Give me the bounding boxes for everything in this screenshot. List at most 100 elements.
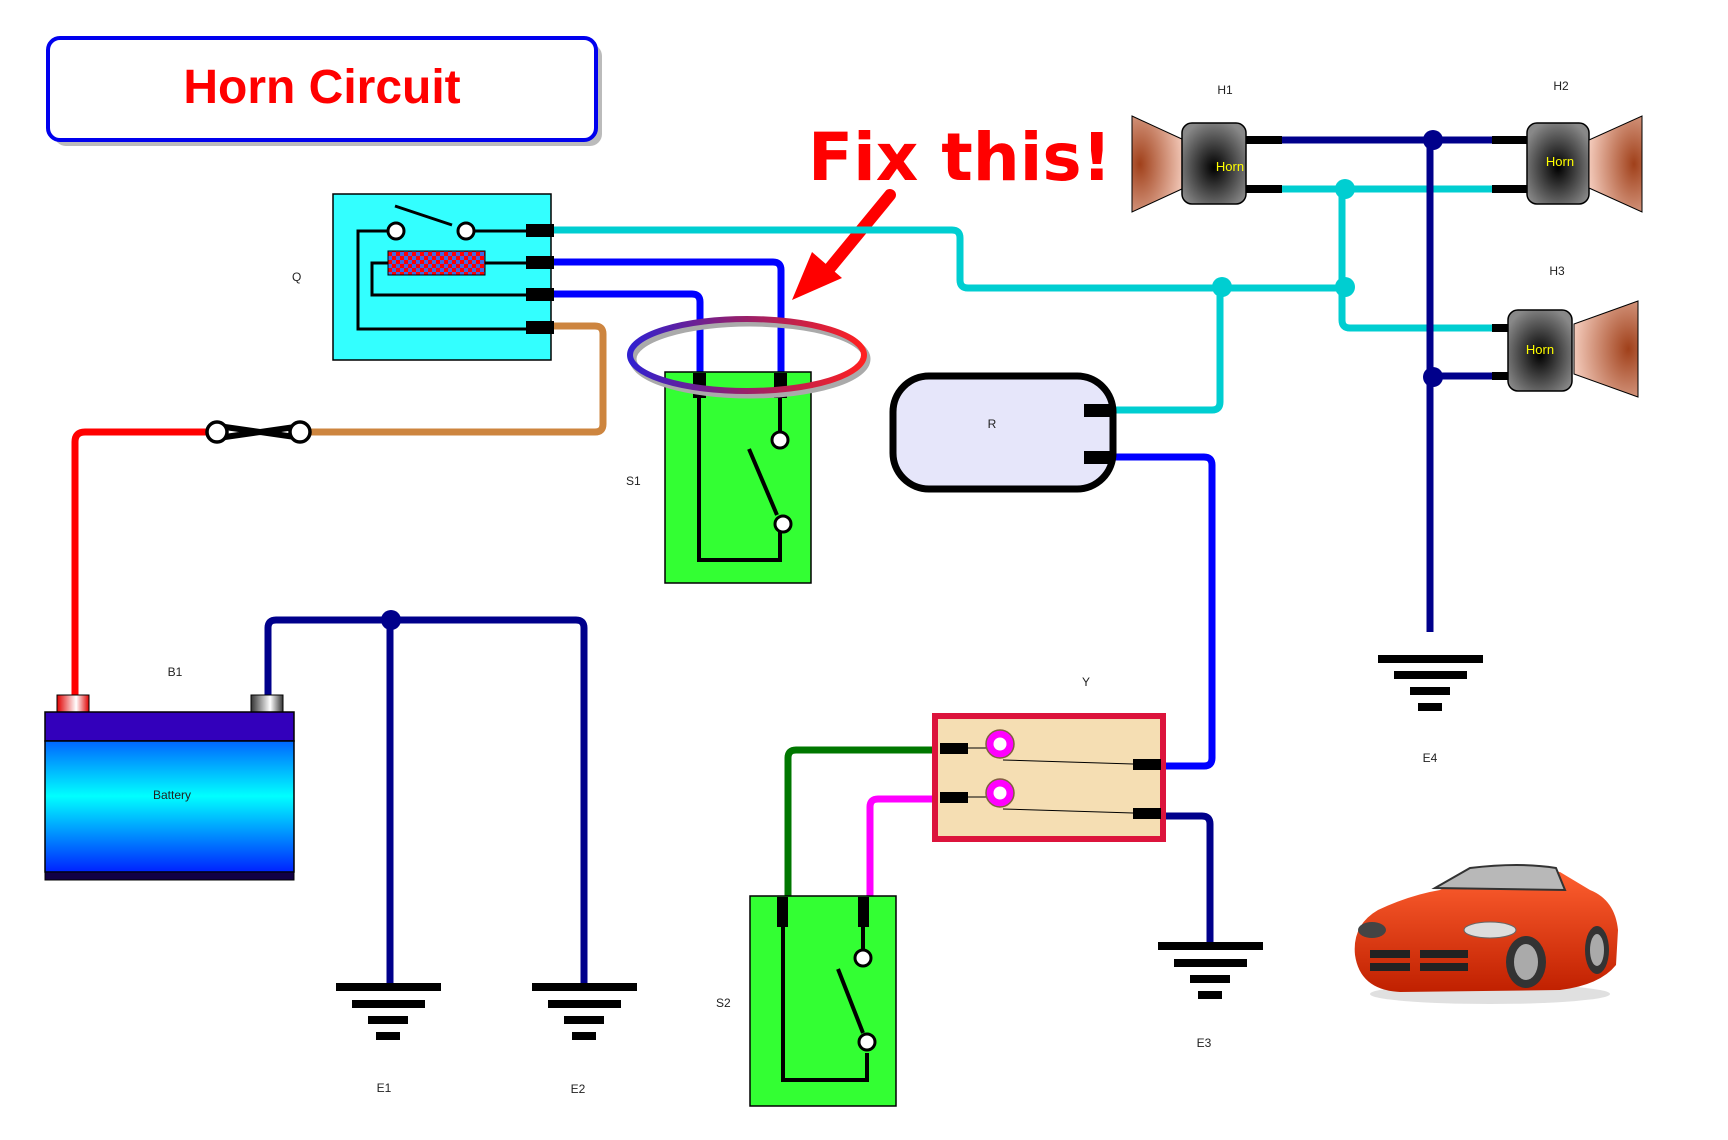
- junction-dot: [1423, 130, 1443, 150]
- terminal[interactable]: [858, 897, 869, 927]
- battery-base: [44, 871, 295, 881]
- junctions: [381, 130, 1443, 630]
- horn-body: [1507, 309, 1573, 392]
- terminal[interactable]: [1492, 185, 1528, 193]
- battery-body: [44, 740, 295, 873]
- terminal[interactable]: [1492, 136, 1528, 144]
- switch-s1[interactable]: S1: [626, 371, 812, 584]
- battery-label: B1: [168, 665, 183, 679]
- switch-s1-body: [664, 371, 812, 584]
- horn-body: [1181, 122, 1247, 205]
- arrow-head-icon: [792, 252, 842, 300]
- terminal[interactable]: [940, 743, 968, 754]
- contact-icon: [770, 430, 790, 450]
- title-border: [46, 36, 598, 142]
- wire-brown-fuse-relay[interactable]: [304, 322, 607, 436]
- terminal[interactable]: [1084, 404, 1110, 417]
- ground-e4[interactable]: E4: [1378, 655, 1483, 765]
- switch-s2[interactable]: S2: [716, 895, 897, 1107]
- ground-icon: [532, 983, 637, 991]
- junction-dot: [1335, 179, 1355, 199]
- relay-q[interactable]: Q: [292, 193, 554, 361]
- wire-cyan-relay-horns[interactable]: [550, 226, 1342, 292]
- terminal[interactable]: [1133, 759, 1161, 770]
- terminal[interactable]: [526, 256, 554, 269]
- terminal[interactable]: [1246, 136, 1282, 144]
- contact-icon: [456, 221, 476, 241]
- contact-icon: [773, 514, 793, 534]
- wire-cyan-module[interactable]: [1112, 288, 1224, 414]
- terminal[interactable]: [1133, 808, 1161, 819]
- page-title: Horn Circuit: [183, 61, 460, 114]
- battery-positive-terminal[interactable]: [56, 694, 90, 713]
- wire-blue-module-connector[interactable]: [1112, 453, 1216, 770]
- connector-y-body: [932, 713, 1166, 842]
- title-box: Horn Circuit: [46, 36, 602, 146]
- highlight-ring-ellipse: [627, 316, 867, 394]
- car-headlight-icon: [1358, 922, 1386, 938]
- module-r[interactable]: R: [889, 372, 1117, 493]
- junction-dot: [1335, 277, 1355, 297]
- battery-negative-terminal[interactable]: [250, 694, 284, 713]
- wire-magenta-connector-s2[interactable]: [866, 795, 958, 898]
- horn-h3-text: Horn: [1526, 342, 1554, 357]
- relay-label: Q: [292, 270, 301, 284]
- terminal[interactable]: [1246, 185, 1282, 193]
- terminal[interactable]: [777, 897, 788, 927]
- annotation-text: Fix this!: [808, 119, 1112, 196]
- battery-b1[interactable]: B1 Battery: [44, 665, 295, 881]
- ground-e2-label: E2: [571, 1082, 586, 1096]
- junction-dot: [1212, 277, 1232, 297]
- wire-navy-battery-ground[interactable]: [264, 616, 588, 985]
- connector-y[interactable]: Y: [932, 675, 1166, 842]
- ground-e1[interactable]: E1: [336, 952, 441, 1095]
- terminal[interactable]: [1084, 451, 1110, 464]
- connector-y-label: Y: [1082, 675, 1090, 689]
- horn-h2-label: H2: [1553, 79, 1569, 93]
- junction-dot: [381, 610, 401, 630]
- wire-red-battery-fuse[interactable]: [71, 428, 212, 706]
- horn-h1-text: Horn: [1216, 159, 1244, 174]
- horn-h1[interactable]: H1 Horn: [1131, 83, 1282, 213]
- wire-green-connector-s2[interactable]: [784, 746, 958, 898]
- connector-pin-hole: [993, 737, 1007, 751]
- switch-s1-label: S1: [626, 474, 641, 488]
- contact-icon: [857, 1032, 877, 1052]
- horn-h2[interactable]: H2 Horn: [1492, 79, 1643, 213]
- ground-e4-label: E4: [1423, 751, 1438, 765]
- relay-coil-icon: [387, 250, 486, 276]
- battery-top: [44, 711, 295, 742]
- horn-bell-icon: [1131, 115, 1185, 213]
- ground-e2[interactable]: E2: [532, 983, 637, 1096]
- fuse-end-icon: [205, 420, 229, 444]
- switch-s2-body: [749, 895, 897, 1107]
- terminal[interactable]: [526, 321, 554, 334]
- horn-h3[interactable]: H3 Horn: [1492, 264, 1639, 398]
- terminal[interactable]: [526, 288, 554, 301]
- terminal[interactable]: [526, 224, 554, 237]
- horn-bell-icon: [1573, 300, 1639, 398]
- terminal[interactable]: [940, 792, 968, 803]
- switch-s2-label: S2: [716, 996, 731, 1010]
- ground-icon: [1158, 942, 1263, 950]
- horn-h1-label: H1: [1217, 83, 1233, 97]
- contact-icon: [853, 948, 873, 968]
- wire-navy-connector-ground[interactable]: [1160, 812, 1214, 945]
- battery-text: Battery: [153, 788, 191, 802]
- ground-e1-label: E1: [377, 1081, 392, 1095]
- highlight-ring: [627, 316, 871, 399]
- car-image: [1354, 864, 1618, 1004]
- ground-icon: [1378, 655, 1483, 663]
- horn-bell-icon: [1588, 115, 1643, 213]
- wire-cyan-h3[interactable]: [1338, 189, 1492, 332]
- wire-blue-relay-s1-right[interactable]: [550, 258, 785, 374]
- wire-blue-relay-s1-left[interactable]: [550, 290, 704, 374]
- horn-h3-label: H3: [1549, 264, 1565, 278]
- ground-e3-label: E3: [1197, 1036, 1212, 1050]
- connector-pin-hole: [993, 786, 1007, 800]
- ground-e3[interactable]: E3: [1158, 942, 1263, 1050]
- junction-dot: [1423, 367, 1443, 387]
- contact-icon: [386, 221, 406, 241]
- fuse[interactable]: [205, 420, 312, 444]
